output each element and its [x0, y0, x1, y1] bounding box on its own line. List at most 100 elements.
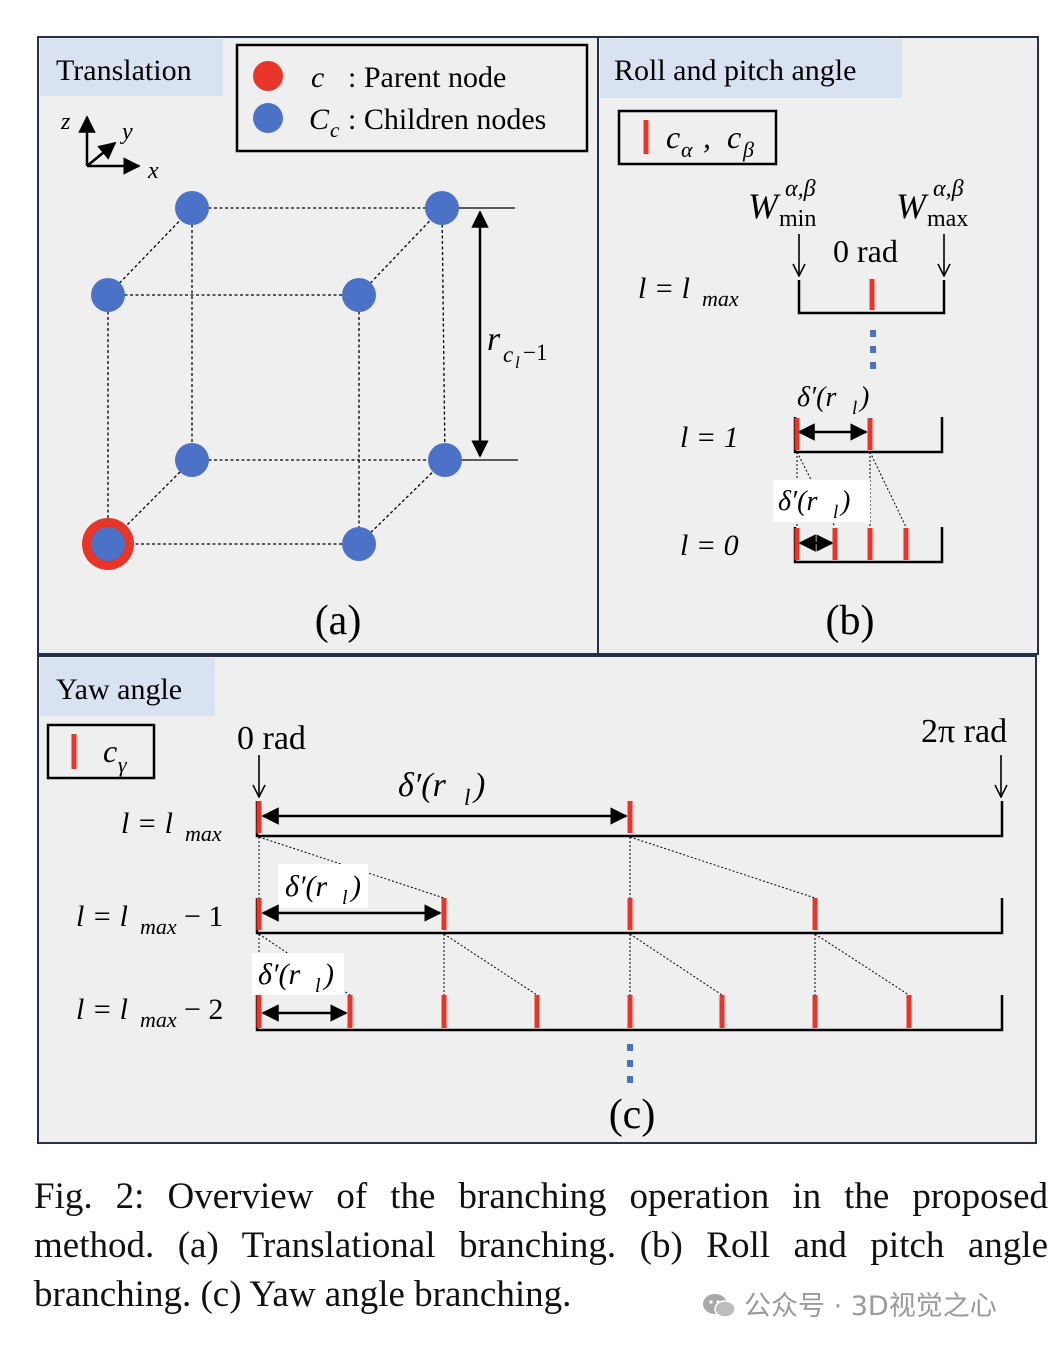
svg-text:− 1: − 1	[184, 900, 223, 933]
legend-parent-symbol: c	[311, 61, 324, 94]
range-bar-lmax	[797, 280, 946, 315]
panel-c: Yaw angle c γ 0 rad 2π rad l = l max δ′(…	[37, 655, 1037, 1144]
svg-text:min: min	[779, 206, 816, 232]
svg-text:δ′(r: δ′(r	[258, 958, 300, 991]
children-nodes	[91, 191, 462, 561]
parent-node-legend-marker	[253, 61, 283, 91]
svg-text:): )	[472, 767, 485, 804]
panel-a: Translation c : Parent node C c : Childr…	[37, 36, 599, 655]
panel-a-tag: Translation	[56, 54, 192, 87]
child-node-legend-marker	[253, 103, 283, 133]
vertical-ellipsis-icon	[870, 330, 876, 369]
edge-length-label: r c l −1	[487, 321, 547, 372]
child-node	[175, 443, 209, 477]
svg-text:c: c	[503, 342, 513, 367]
svg-text:): )	[322, 958, 334, 991]
svg-text:r: r	[487, 321, 501, 358]
child-node	[428, 443, 462, 477]
child-node	[91, 527, 125, 561]
svg-text:max: max	[140, 1007, 177, 1032]
wechat-icon	[703, 1294, 736, 1318]
delta-label-row0: δ′(r l )	[778, 486, 850, 523]
row-0-label: l = 0	[680, 529, 739, 562]
panel-b: Roll and pitch angle c α , c β W α,β min…	[597, 36, 1039, 655]
child-node	[342, 527, 376, 561]
delta-label-c-row3: δ′(r l )	[258, 958, 334, 997]
row-lmax-label-c: l = l max	[121, 807, 222, 846]
panel-c-tag: Yaw angle	[56, 673, 182, 706]
child-node	[91, 278, 125, 312]
panel-c-legend: c γ	[46, 723, 156, 780]
panel-b-legend: c α , c β	[617, 109, 778, 166]
svg-text:β: β	[742, 137, 754, 162]
svg-text:l: l	[515, 353, 520, 372]
red-ticks-row0	[794, 528, 909, 560]
delta-label-c-row2-bg	[278, 864, 368, 908]
w-max-label: W α,β max	[896, 176, 968, 232]
svg-text:l = l: l = l	[638, 272, 690, 305]
svg-text:−1: −1	[523, 340, 547, 365]
svg-text:γ: γ	[118, 752, 128, 777]
svg-text:l: l	[464, 785, 470, 810]
panel-c-zero-rad: 0 rad	[237, 720, 306, 757]
panel-a-legend: c : Parent node C c : Children nodes	[235, 43, 589, 153]
svg-text:l = l: l = l	[121, 807, 173, 840]
svg-text:l: l	[833, 502, 838, 523]
svg-text:W: W	[748, 186, 781, 226]
delta-label-c-row3-bg	[252, 953, 344, 995]
watermark-text: 公众号 · 3D视觉之心	[744, 1291, 997, 1322]
svg-text:max: max	[702, 286, 739, 311]
vertical-ellipsis-icon	[627, 1044, 633, 1083]
svg-text:− 2: − 2	[184, 993, 223, 1026]
delta-label-c-row2: δ′(r l )	[285, 870, 361, 909]
panel-b-zero-rad: 0 rad	[833, 233, 898, 269]
red-ticks-c-row3	[256, 995, 912, 1028]
panel-c-two-pi-rad: 2π rad	[921, 713, 1007, 750]
svg-text:α: α	[681, 137, 693, 162]
delta-label-c-row1: δ′(r l )	[398, 767, 485, 810]
svg-text:c: c	[103, 733, 117, 769]
legend-children-text: : Children nodes	[348, 103, 546, 136]
svg-text:l = l: l = l	[76, 900, 128, 933]
svg-text:α,β: α,β	[785, 176, 816, 202]
panel-c-label: (c)	[609, 1092, 656, 1138]
child-node	[175, 191, 209, 225]
panel-a-label: (a)	[315, 598, 362, 644]
svg-text:l = l: l = l	[76, 993, 128, 1026]
axis-y-label: y	[120, 119, 133, 145]
svg-text:l: l	[315, 975, 321, 997]
delta-label-row0-bg	[773, 480, 870, 522]
svg-text:): )	[858, 382, 869, 413]
legend-parent-text: : Parent node	[348, 61, 506, 94]
xyz-axes-icon: z y x	[60, 109, 159, 184]
svg-text:δ′(r: δ′(r	[778, 486, 817, 517]
projection-lines-c2	[258, 933, 910, 996]
svg-text:α,β: α,β	[933, 176, 964, 202]
row-lmax-label: l = l max	[638, 272, 739, 311]
row-1-label: l = 1	[680, 421, 739, 454]
panel-b-label: (b)	[826, 598, 875, 644]
child-node	[342, 278, 376, 312]
figure-caption: Fig. 2: Overview of the branching operat…	[34, 1176, 1048, 1315]
row-lmax-2-label: l = l max − 2	[76, 993, 223, 1032]
panel-a-tag-bg	[40, 39, 223, 96]
panel-b-tag: Roll and pitch angle	[614, 54, 856, 87]
legend-children-symbol: C	[309, 103, 330, 136]
svg-text:max: max	[927, 206, 968, 232]
svg-text:l: l	[342, 887, 348, 909]
svg-text:max: max	[140, 914, 177, 939]
svg-text:δ′(r: δ′(r	[285, 870, 327, 903]
axis-x-label: x	[147, 158, 159, 184]
row-lmax-1-label: l = l max − 1	[76, 900, 223, 939]
red-ticks-c-row2	[256, 898, 818, 930]
panel-c-tag-bg	[40, 658, 215, 716]
cube-edges	[107, 207, 446, 545]
svg-text:): )	[839, 486, 850, 517]
delta-label-row1: δ′(r l )	[797, 382, 869, 419]
legend-children-sub: c	[330, 118, 340, 142]
axis-z-label: z	[60, 109, 71, 135]
svg-text:c: c	[727, 119, 741, 155]
svg-text:max: max	[185, 821, 222, 846]
svg-text:W: W	[896, 186, 929, 226]
svg-text:c: c	[666, 119, 680, 155]
